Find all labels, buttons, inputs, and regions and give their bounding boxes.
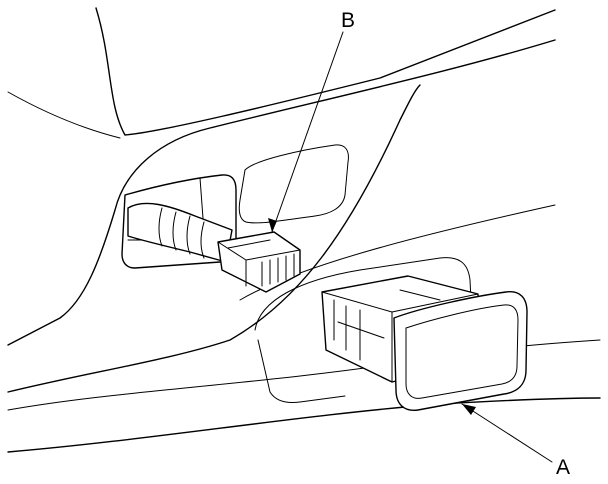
wire-harness — [127, 202, 233, 263]
leader-line-a — [461, 403, 553, 463]
leader-arrow-a — [462, 404, 476, 415]
connector-b — [217, 231, 301, 293]
callout-leaders — [268, 31, 553, 463]
callout-label-a: A — [556, 456, 570, 479]
callout-label-b: B — [341, 9, 355, 32]
leader-arrow-b — [268, 218, 277, 232]
leader-line-b — [271, 31, 344, 233]
switch-a — [321, 275, 528, 411]
